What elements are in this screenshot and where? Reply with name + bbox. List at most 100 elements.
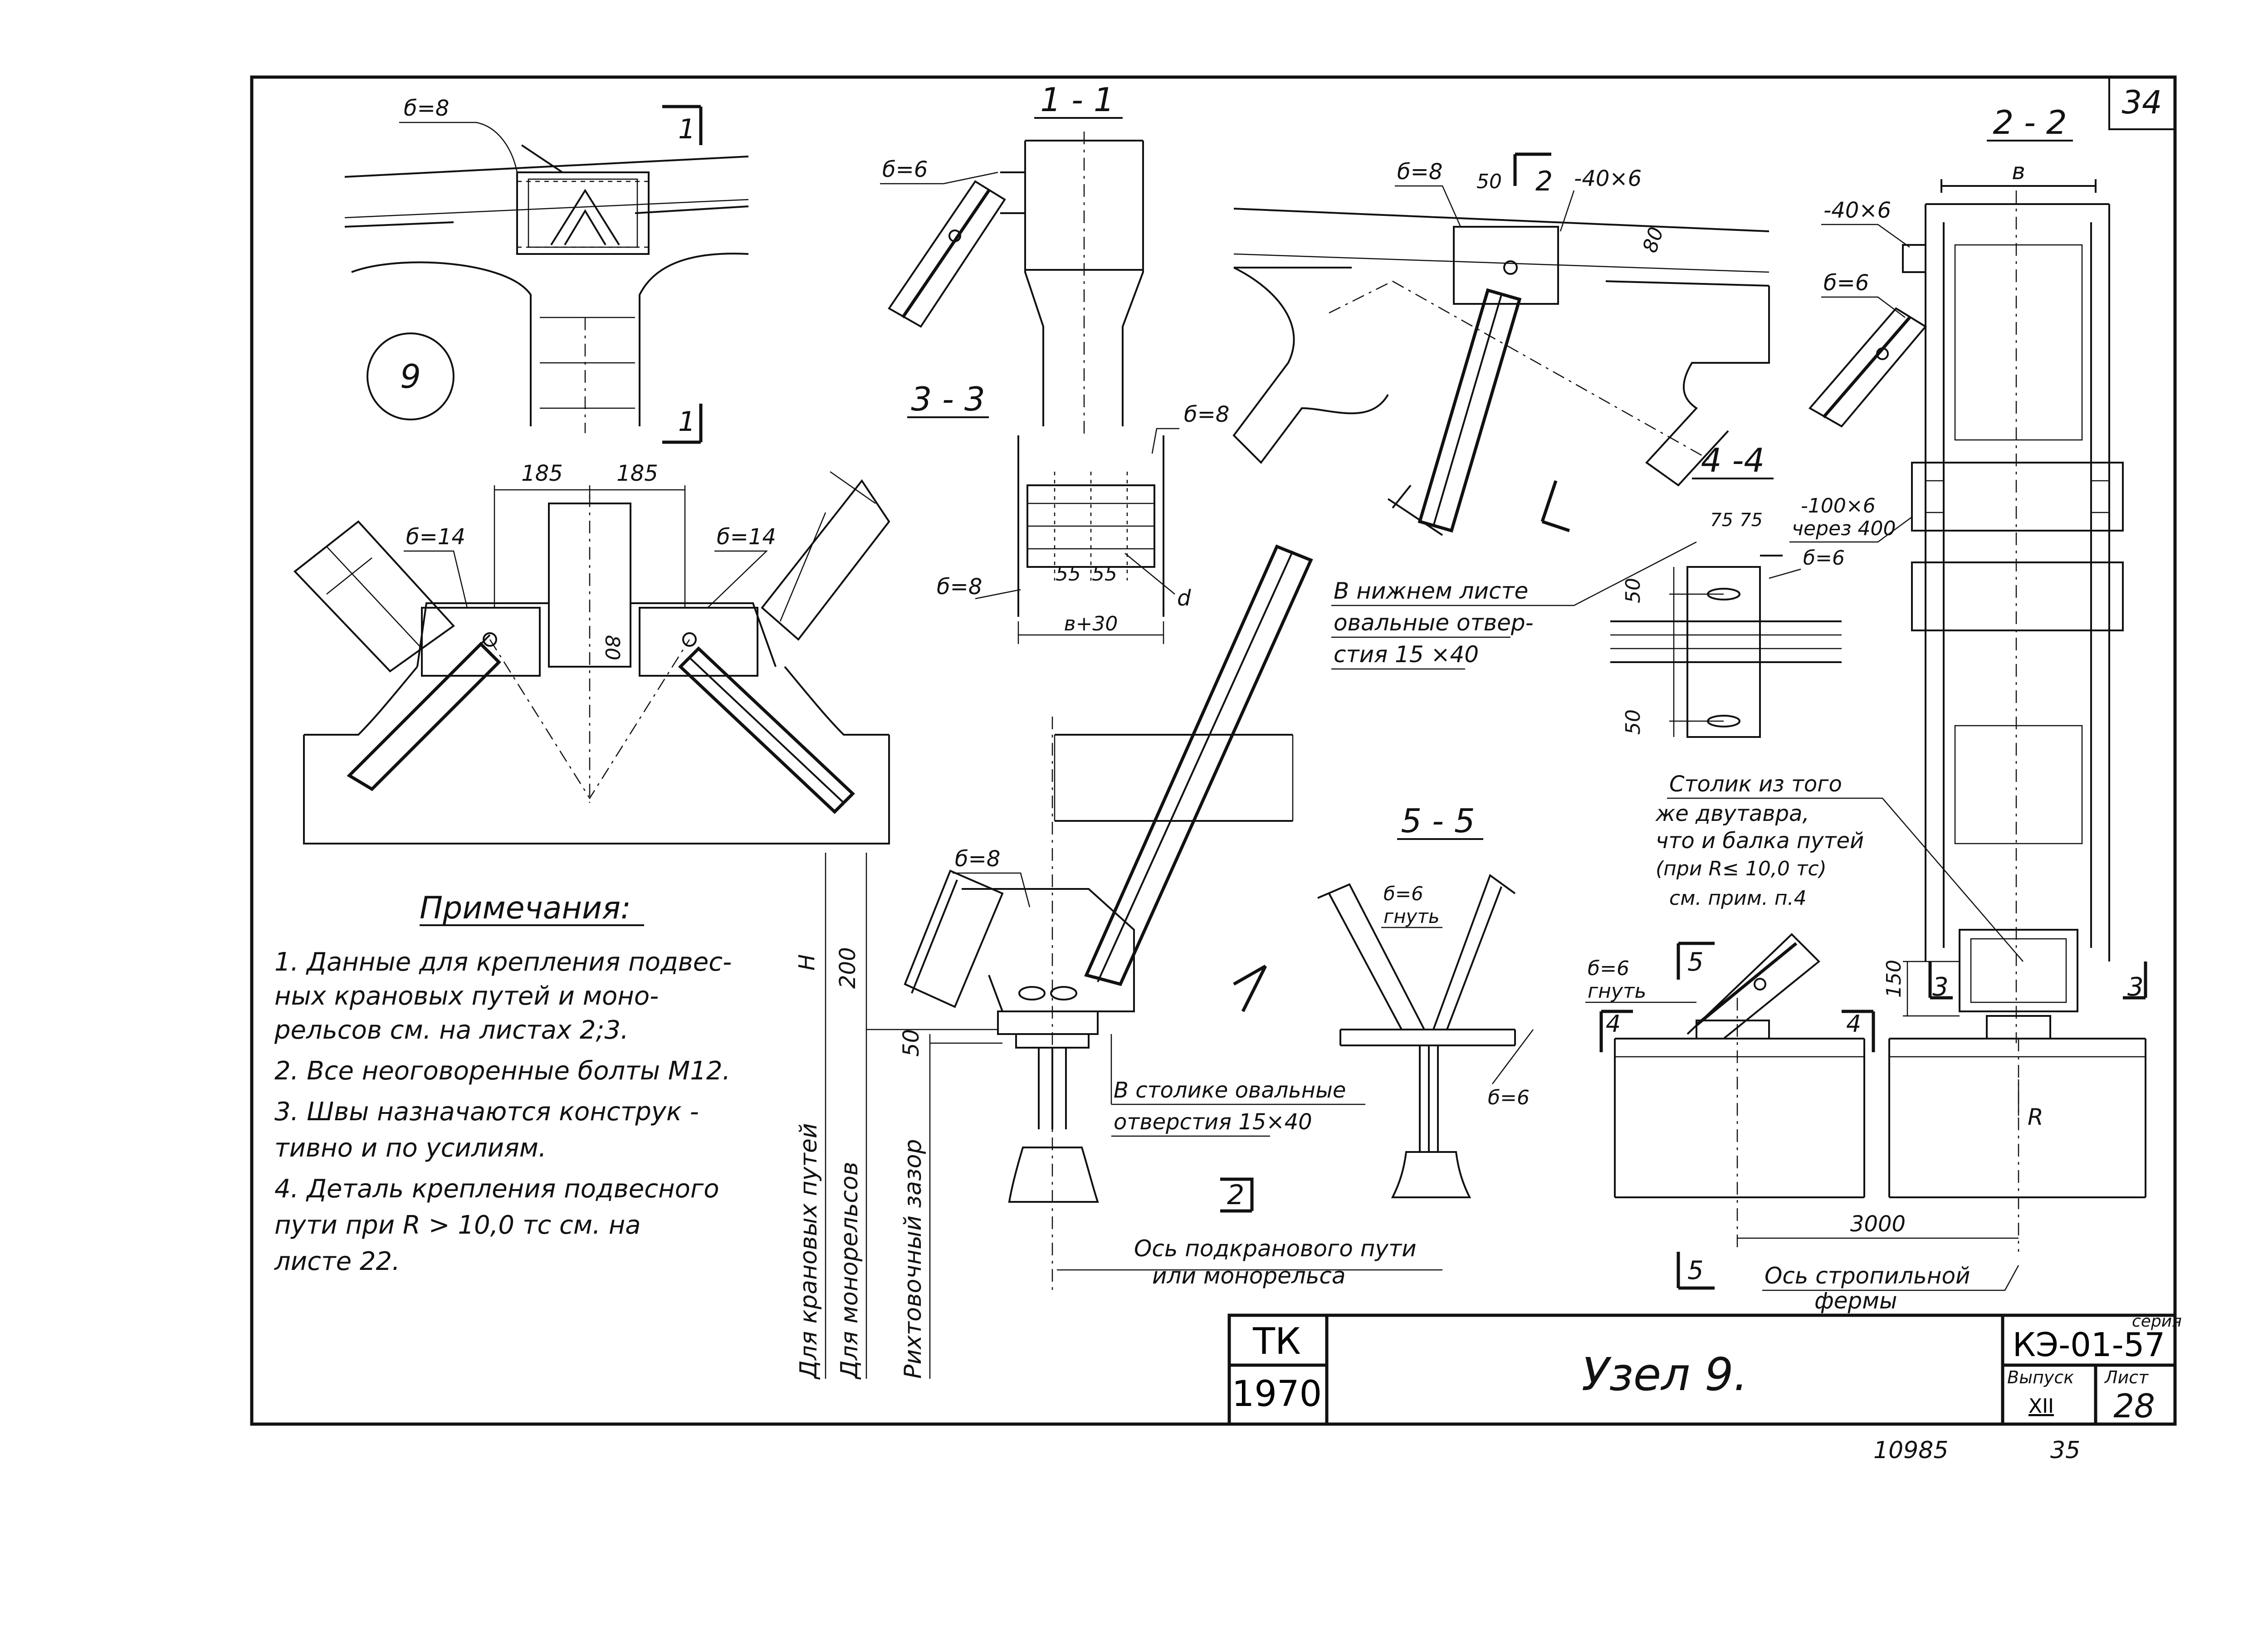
sheet-label: Лист [2104, 1367, 2149, 1387]
dim-75a: 75 [1710, 510, 1733, 531]
sheet-value: 28 [2113, 1387, 2155, 1425]
section-title-5-5: 5 - 5 [1401, 802, 1475, 840]
node-view-right: б=8 50 2 -40×6 80 [1232, 152, 1770, 536]
dim-150: 150 [1882, 960, 1906, 998]
dim-50: 50 [1476, 170, 1502, 193]
series-label: серия [2132, 1312, 2182, 1331]
section-1-1: 1 - 1 б=6 [880, 81, 1144, 435]
node-circle [367, 332, 455, 420]
notes-title: Примечания: [420, 890, 631, 926]
dim-50v3: 50 [899, 1029, 924, 1057]
section-mark-4-right: 4 [1846, 1010, 1861, 1038]
title-name: Узел 9. [1582, 1348, 1748, 1401]
corner-number: 34 [2121, 84, 2162, 121]
section-mark-5-bottom: 5 [1687, 1256, 1704, 1285]
support-table: R 3000 б=6 гнуть 5 5 4 4 Ось стропильной… [1585, 771, 2146, 1314]
node-number: 9 [400, 357, 421, 395]
dim-80b: 80 [1638, 224, 1668, 255]
label-t6f: б=6 [1588, 957, 1629, 980]
label-t8c: б=8 [937, 574, 982, 600]
section-mark-2: 2 [1535, 166, 1553, 197]
note-line: пути при R > 10,0 тс см. на [274, 1210, 641, 1240]
section-5-5: 5 - 5 б=6 гнуть б=6 [1317, 802, 1534, 1198]
dim-3000: 3000 [1850, 1211, 1906, 1237]
axis-truss-2: фермы [1814, 1288, 1897, 1314]
section-title-1-1: 1 - 1 [1040, 81, 1114, 119]
footer-right: 35 [2050, 1437, 2080, 1464]
section-mark-5-top: 5 [1687, 947, 1704, 977]
note-line: рельсов см. на листах 2;3. [274, 1015, 629, 1045]
section-mark-1-bottom: 1 [678, 406, 695, 438]
label-strip-b: -40×6 [1823, 198, 1891, 223]
node-view-top: б=8 1 1 9 [344, 96, 749, 444]
section-mark-3-left: 3 [1932, 972, 1949, 1002]
vert-label-gap: Рихтовочный зазор [899, 1139, 927, 1379]
label-strip-a: -40×6 [1574, 166, 1642, 191]
note-line: тивно и по усилиям. [274, 1133, 547, 1163]
section-4-4: 4 -4 50 50 75 75 б=6 [1610, 441, 1845, 738]
dim-80a: 80 [601, 635, 624, 660]
section-mark-1-top: 1 [678, 113, 695, 145]
label-t6b: б=6 [1803, 547, 1845, 570]
dim-R: R [2028, 1104, 2043, 1130]
truss-elevation: б=8 В столике овальные отверстия 15×40 2… [904, 544, 1442, 1293]
label-t8b: б=8 [1184, 402, 1229, 427]
section-title-4-4: 4 -4 [1701, 441, 1765, 479]
section-title-3-3: 3 - 3 [911, 380, 985, 418]
dim-d: d [1177, 586, 1191, 611]
label-t8d: б=8 [1397, 159, 1442, 185]
issue-value: XII [2028, 1395, 2054, 1418]
sheet-frame [250, 75, 2177, 1426]
corner-box [2108, 76, 2176, 130]
note-line: ных крановых путей и моно- [274, 981, 659, 1011]
note-line: 3. Швы назначаются конструк - [274, 1097, 699, 1127]
label-t8e: б=8 [955, 846, 1000, 872]
dim-55a: 55 [1056, 562, 1081, 586]
section-3-3: 3 - 3 55 55 в+30 d б=8 б=8 [907, 380, 1229, 644]
ceiling-note-1: В столике овальные [1114, 1078, 1346, 1103]
label-t6a: б=6 [882, 157, 928, 182]
dim-55b: 55 [1092, 562, 1117, 586]
dim-200: 200 [835, 947, 860, 989]
dim-b30: в+30 [1064, 612, 1118, 635]
table-note-1: Столик из того [1669, 771, 1842, 797]
dim-75b: 75 [1740, 510, 1763, 531]
label-t6e: б=6 [1488, 1086, 1530, 1109]
label-t6d: б=6 [1383, 883, 1423, 905]
issue-label: Выпуск [2007, 1367, 2074, 1387]
title-block: ТК 1970 Узел 9. серия КЭ-01-57 Выпуск XI… [1227, 1312, 2182, 1426]
label-t8a: б=8 [404, 96, 449, 121]
axis-note-1: Ось подкранового пути [1134, 1235, 1417, 1262]
notes-block: Примечания: 1. Данные для крепления подв… [274, 890, 732, 1276]
dim-50v2: 50 [1622, 709, 1645, 735]
label-bend-b: гнуть [1588, 980, 1647, 1003]
series-value: КЭ-01-57 [2013, 1326, 2165, 1364]
label-t14a: б=14 [406, 524, 465, 550]
label-t14b: б=14 [717, 524, 776, 550]
note-line: 2. Все неоговоренные болты М12. [274, 1056, 730, 1086]
section-mark-4-left: 4 [1606, 1010, 1621, 1038]
note-line: 4. Деталь крепления подвесного [274, 1174, 719, 1204]
lower-sheet-note-2: овальные отвер- [1334, 610, 1534, 636]
section-title-2-2: 2 - 2 [1993, 103, 2067, 142]
lower-sheet-note-1: В нижнем листе [1334, 578, 1528, 604]
note-line: листе 22. [274, 1247, 400, 1276]
ceiling-note-2: отверстия 15×40 [1114, 1109, 1312, 1135]
table-note-5: см. прим. п.4 [1669, 887, 1807, 910]
section-mark-3-right: 3 [2127, 972, 2144, 1002]
footer-left: 10985 [1873, 1437, 1948, 1464]
axis-truss-1: Ось стропильной [1765, 1263, 1970, 1289]
vert-label-crane: Для крановых путей [795, 1123, 822, 1380]
title-org: ТК [1252, 1320, 1301, 1362]
label-strip-c: -100×6 [1801, 494, 1876, 517]
section-mark-2-bottom: 2 [1227, 1179, 1244, 1211]
note-line: 1. Данные для крепления подвес- [274, 947, 732, 977]
lower-sheet-note: В нижнем листе овальные отвер- стия 15 ×… [1331, 541, 1697, 670]
dim-185b: 185 [616, 461, 658, 486]
section-2-2: 2 - 2 в -40×6 б=6 -100×6 через 400 150 3… [1789, 103, 2147, 1043]
label-strip-c2: через 400 [1792, 517, 1896, 540]
dim-H: H [794, 954, 820, 971]
vertical-dimensions: Для крановых путей Для монорельсов Рихто… [794, 853, 1002, 1380]
node-elevation: 185 185 80 б=14 б=14 [293, 461, 890, 844]
